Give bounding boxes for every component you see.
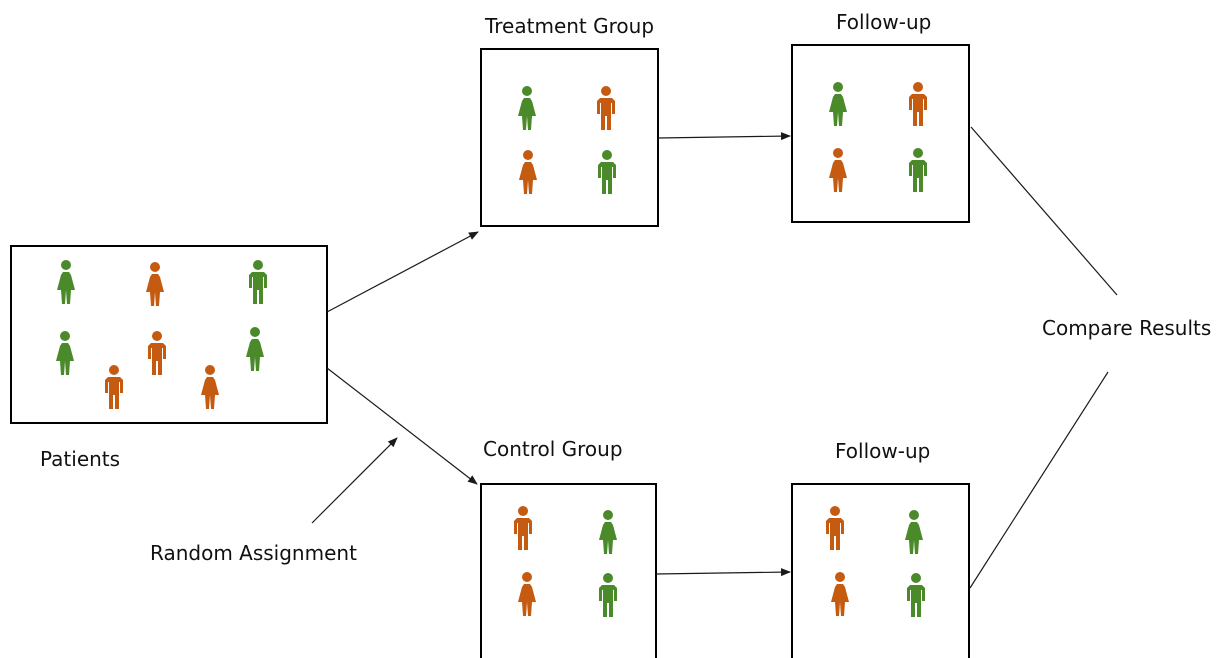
green-female-person-icon — [905, 510, 923, 554]
patients-label: Patients — [40, 447, 120, 471]
orange-male-person-icon — [597, 86, 615, 130]
green-female-person-icon — [57, 260, 75, 304]
green-female-person-icon — [246, 327, 264, 371]
follow-up-bottom-label: Follow-up — [835, 439, 930, 463]
green-female-person-icon — [56, 331, 74, 375]
arrow-control-to-follow-up — [655, 568, 791, 577]
treatment-group-box — [480, 48, 659, 227]
follow-up-bottom-box — [791, 483, 970, 658]
green-female-person-icon — [518, 86, 536, 130]
orange-male-person-icon — [514, 506, 532, 550]
patients-box — [10, 245, 328, 424]
green-male-person-icon — [909, 148, 927, 192]
random-assignment-label: Random Assignment — [150, 541, 357, 565]
person-icons — [56, 82, 927, 617]
orange-male-person-icon — [148, 331, 166, 375]
compare-line-bottom — [969, 371, 1109, 589]
random-assignment-pointer — [311, 437, 398, 524]
orange-male-person-icon — [909, 82, 927, 126]
orange-male-person-icon — [105, 365, 123, 409]
green-female-person-icon — [599, 510, 617, 554]
green-male-person-icon — [598, 150, 616, 194]
orange-female-person-icon — [831, 572, 849, 616]
orange-female-person-icon — [519, 150, 537, 194]
orange-female-person-icon — [518, 572, 536, 616]
orange-female-person-icon — [201, 365, 219, 409]
arrow-treatment-to-follow-up — [657, 132, 791, 141]
arrow-to-treatment — [326, 231, 479, 313]
follow-up-top-label: Follow-up — [836, 10, 931, 34]
compare-line-top — [970, 126, 1118, 296]
compare-results-label: Compare Results — [1042, 316, 1211, 340]
orange-male-person-icon — [826, 506, 844, 550]
green-male-person-icon — [249, 260, 267, 304]
green-male-person-icon — [907, 573, 925, 617]
green-female-person-icon — [829, 82, 847, 126]
treatment-group-label: Treatment Group — [484, 14, 654, 38]
control-group-label: Control Group — [483, 437, 623, 461]
orange-female-person-icon — [146, 262, 164, 306]
follow-up-top-box — [791, 44, 970, 223]
green-male-person-icon — [599, 573, 617, 617]
orange-female-person-icon — [829, 148, 847, 192]
control-group-box — [480, 483, 657, 658]
arrow-to-control — [326, 367, 478, 485]
